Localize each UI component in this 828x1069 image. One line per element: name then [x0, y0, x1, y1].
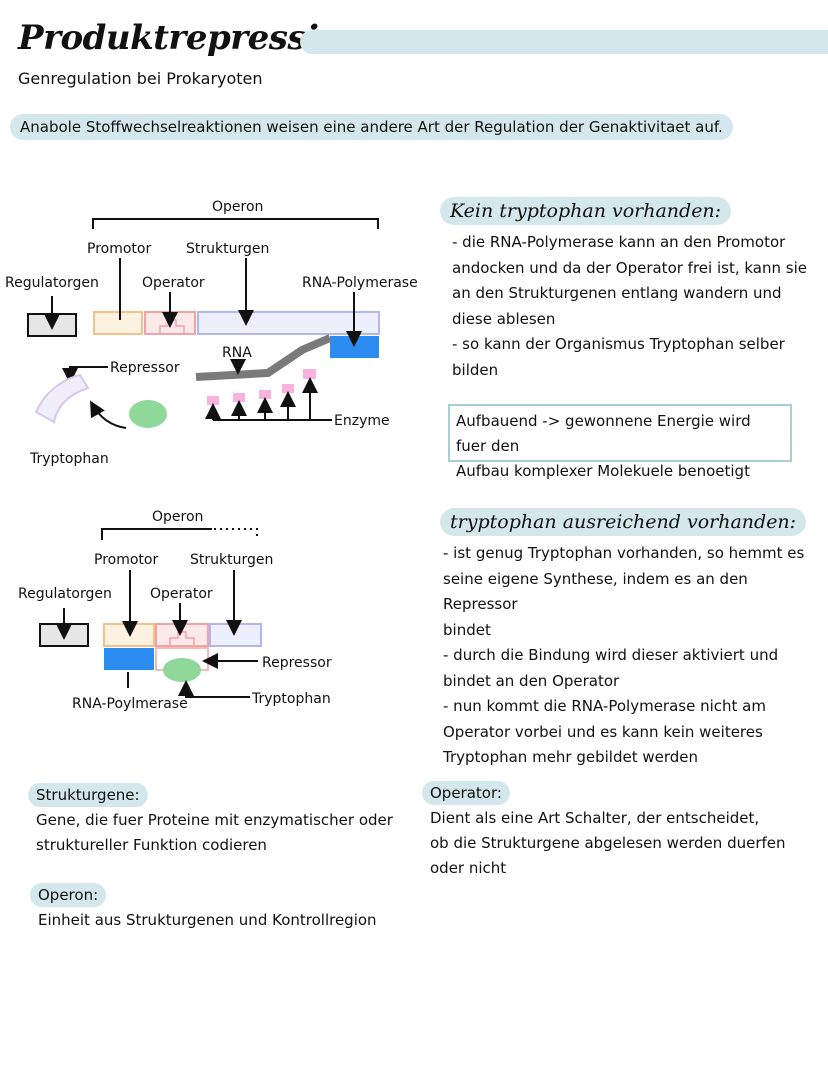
section-heading-no-tryptophan: Kein tryptophan vorhanden: [440, 197, 732, 225]
strukturgen-box [197, 311, 380, 335]
term-operator-heading: Operator: [422, 781, 510, 805]
section-heading-enough-tryptophan: tryptophan ausreichend vorhanden: [440, 508, 807, 536]
enzyme-label: Enzyme [334, 413, 390, 429]
term-operon-text: Einheit aus Strukturgenen und Kontrollre… [38, 911, 377, 929]
section-text-enough-tryptophan: - ist genug Tryptophan vorhanden, so hem… [443, 544, 805, 766]
section-text-no-tryptophan: - die RNA-Polymerase kann an den Promoto… [452, 233, 807, 379]
rna-polymerase-block [330, 336, 379, 358]
operon-label: Operon [212, 199, 263, 215]
rna-label: RNA [222, 345, 252, 361]
tryptophan-shape [129, 400, 167, 428]
operator-box [155, 623, 209, 647]
enzyme-5 [303, 369, 316, 379]
operon-bracket [92, 218, 379, 229]
operon-bracket-dotted [214, 528, 258, 538]
operon-label: Operon [152, 509, 203, 525]
page-subtitle: Genregulation bei Prokaryoten [18, 69, 263, 88]
regulatorgen-label: Regulatorgen [18, 586, 112, 602]
diagram-enough-tryptophan: Operon Promotor Strukturgen Regulatorgen… [18, 509, 332, 712]
intro-statement: Anabole Stoffwechselreaktionen weisen ei… [10, 114, 733, 140]
term-operator-text: Dient als eine Art Schalter, der entsche… [430, 809, 786, 877]
operon-bracket [101, 528, 212, 540]
term-strukturgene-text: Gene, die fuer Proteine mit enzymatische… [36, 811, 393, 854]
operator-label: Operator [150, 586, 213, 602]
promotor-label: Promotor [94, 552, 158, 568]
diagram-no-tryptophan: Operon Promotor Strukturgen Regulatorgen… [5, 199, 418, 467]
tryptophan-label: Tryptophan [251, 691, 331, 707]
title-underline-bar [300, 30, 828, 54]
enzyme-4 [282, 384, 294, 393]
strukturgen-label: Strukturgen [186, 241, 269, 257]
repressor-shape [34, 373, 90, 424]
enzyme-2 [233, 393, 245, 402]
rna-polymerase-label: RNA-Polymerase [302, 275, 418, 291]
enzyme-1 [207, 396, 219, 405]
repressor-label: Repressor [110, 360, 180, 376]
promotor-label: Promotor [87, 241, 151, 257]
repressor-label: Repressor [262, 655, 332, 671]
term-strukturgene-heading: Strukturgene: [28, 783, 148, 807]
anabolic-note-box: Aufbauend -> gewonnene Energie wird fuer… [448, 404, 792, 480]
tryptophan-label: Tryptophan [29, 451, 109, 467]
regulatorgen-label: Regulatorgen [5, 275, 99, 291]
rna-polymerase-block [104, 648, 154, 670]
term-operon-heading: Operon: [30, 883, 107, 907]
strukturgen-label: Strukturgen [190, 552, 273, 568]
promotor-box [93, 311, 143, 335]
strukturgen-box [209, 623, 262, 647]
rna-strand [195, 334, 332, 381]
rna-polymerase-label: RNA-Poylmerase [72, 696, 188, 712]
operator-label: Operator [142, 275, 205, 291]
repressor-tryptophan-complex [163, 658, 201, 682]
enzyme-3 [259, 390, 271, 399]
